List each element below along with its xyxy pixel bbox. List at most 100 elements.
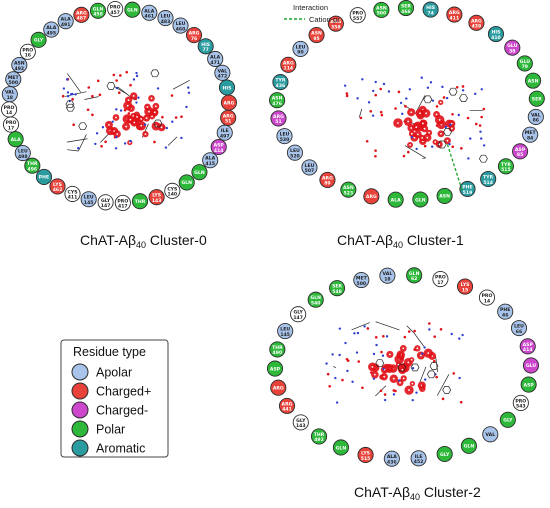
residue-circle [97, 194, 114, 211]
residue-number: 441 [282, 407, 292, 413]
residue-circle [436, 445, 453, 463]
residue-number: 358 [331, 24, 341, 30]
residue-name: ASN [343, 185, 354, 191]
residue-name: GLU [507, 43, 518, 49]
residue-circle [319, 171, 336, 188]
residue-number: 495 [46, 30, 56, 36]
residue-number: 14 [484, 298, 490, 304]
residue-node: GLY [499, 411, 516, 428]
residue-circle [43, 21, 60, 38]
residue-number: 410 [491, 35, 501, 41]
residue-circle [412, 191, 429, 208]
residue-number: 498 [18, 154, 28, 160]
residue-name: GLN [310, 295, 321, 301]
cluster-0-residue-ring: VAL472ALA471HIS77ARG76LEU460LEU483ALA461… [1, 1, 237, 211]
residue-number: 89 [324, 181, 330, 187]
residue-circle [482, 426, 499, 443]
residue-name: TYR [501, 162, 511, 168]
residue-circle [327, 15, 344, 32]
residue-name: ASN [311, 31, 322, 37]
residue-name: ARG [322, 175, 333, 181]
legend-swatch [71, 439, 89, 457]
residue-name: LYS [461, 282, 470, 288]
residue-circle [522, 126, 539, 143]
residue-name: PRO [6, 120, 17, 126]
residue-name: GLN [181, 180, 192, 186]
residue-circle [164, 182, 181, 199]
residue-circle [172, 17, 189, 34]
residue-circle [49, 178, 66, 195]
residue-circle [497, 303, 514, 320]
residue-circle [124, 1, 141, 18]
residue-circle [272, 74, 289, 91]
residue-circle [308, 26, 325, 44]
residue-number: 471 [210, 60, 220, 66]
residue-circle [24, 157, 41, 174]
residue-node: VAL [482, 426, 499, 443]
residue-number: 462 [53, 187, 63, 193]
residue-name: PRO [515, 398, 526, 404]
residue-circle [457, 278, 474, 295]
residue-name: ASP [214, 142, 225, 148]
residue-name: GLN [93, 6, 104, 12]
residue-circle [148, 189, 165, 206]
residue-number: 145 [84, 200, 94, 206]
residue-number: 476 [272, 101, 282, 107]
residue-name: GLU [526, 363, 537, 369]
residue-number: 452 [414, 459, 424, 465]
residue-circle [202, 152, 219, 169]
legend-swatch [71, 363, 89, 381]
cluster-2-caption: ChAT-Aβ40 Cluster-2 [354, 484, 481, 502]
residue-number: 436 [276, 83, 286, 89]
residue-name: ALA [11, 137, 21, 143]
residue-name: ASN [14, 61, 25, 67]
residue-circle [520, 376, 537, 393]
residue-number: 520 [290, 153, 300, 159]
residue-number: 436 [387, 459, 397, 465]
residue-name: GLN [409, 271, 420, 277]
residue-circle [266, 360, 284, 377]
residue-name: VAL [217, 68, 227, 74]
residue-name: ASN [528, 78, 539, 84]
residue-circle [516, 55, 533, 72]
residue-name: VAL [383, 271, 393, 277]
residue-circle [214, 64, 231, 81]
residue-name: PHE [462, 184, 472, 190]
residue-name: CYS [68, 189, 78, 195]
residue-number: 145 [280, 332, 290, 338]
residue-name: LEU [176, 21, 186, 27]
residue-number: 491 [61, 22, 71, 28]
residue-circle [89, 2, 107, 19]
residue-number: 548 [332, 289, 342, 295]
residue-name: LEU [305, 163, 315, 169]
residue-name: PRO [117, 198, 128, 204]
residue-number: 519 [463, 190, 473, 196]
cluster-1-residue-ring: GLU79GLU38HIS410ARG439ARG411HIS74SER466A… [269, 0, 545, 208]
residue-name: GLN [415, 197, 426, 203]
